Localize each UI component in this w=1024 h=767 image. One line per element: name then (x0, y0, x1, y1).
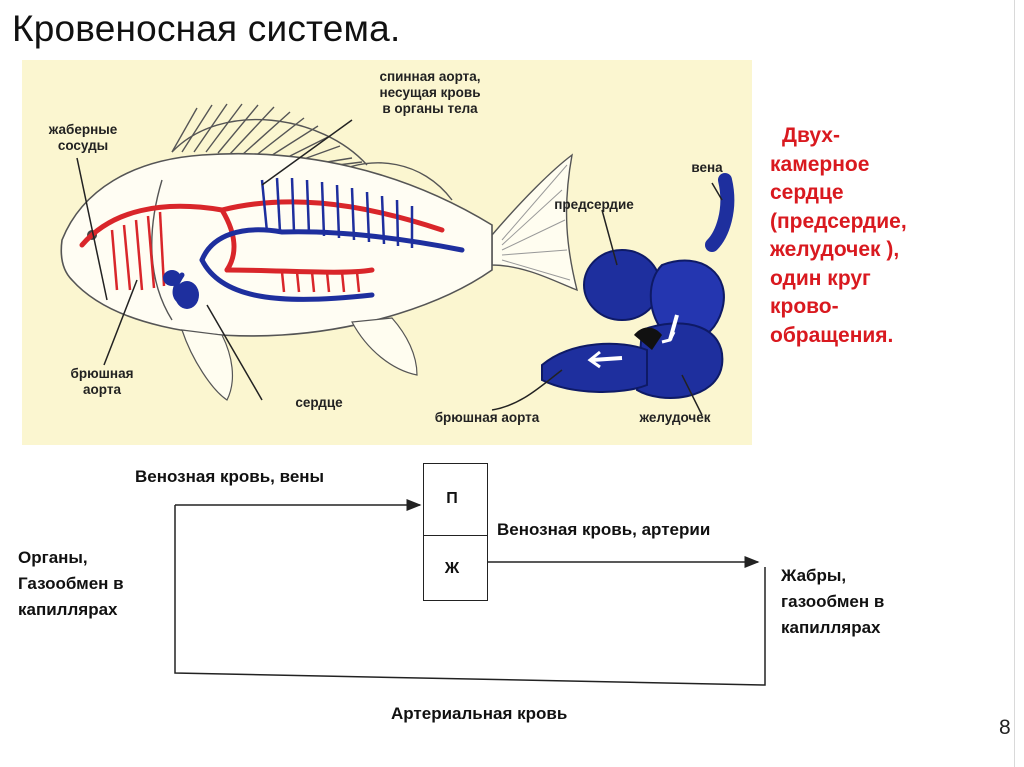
ventricle-cell: Ж (424, 560, 480, 578)
page-number: 8 (999, 716, 1011, 740)
atrium-cell: П (424, 490, 480, 508)
label-ventral-aorta-heart: брюшная аорта (412, 410, 562, 426)
box-divider (424, 535, 487, 536)
label-ventral-aorta: брюшная аорта (62, 366, 142, 398)
label-gill-vessels: жаберные сосуды (44, 122, 122, 154)
vein-vessel (712, 180, 727, 245)
heart-scheme-box: П Ж (423, 463, 488, 601)
slide-edge-line (1014, 0, 1015, 767)
label-heart: сердце (284, 395, 354, 411)
label-gills: Жабры, газообмен в капиллярах (781, 563, 884, 641)
slide-title: Кровеносная система. (12, 8, 400, 50)
fish-heart (175, 281, 199, 309)
heart-description: Двух- камерное сердце (предсердие, желуд… (770, 122, 1010, 350)
label-venous-veins: Венозная кровь, вены (135, 466, 324, 488)
label-ventricle: желудочек (625, 410, 725, 426)
pelvic-fin (182, 330, 232, 400)
ventral-aorta-vessel (542, 344, 647, 392)
label-dorsal-aorta: спинная аорта, несущая кровь в органы те… (360, 69, 500, 117)
label-vein: вена (687, 160, 727, 176)
label-arterial-blood: Артериальная кровь (391, 703, 567, 725)
label-venous-arteries: Венозная кровь, артерии (497, 519, 710, 541)
fish-circulation-illustration: жаберные сосуды спинная аорта, несущая к… (22, 60, 752, 445)
label-atrium: предсердие (544, 197, 644, 213)
atrium-shape (584, 250, 660, 320)
label-organs: Органы, Газообмен в капиллярах (18, 545, 124, 623)
anal-fin (352, 318, 417, 375)
